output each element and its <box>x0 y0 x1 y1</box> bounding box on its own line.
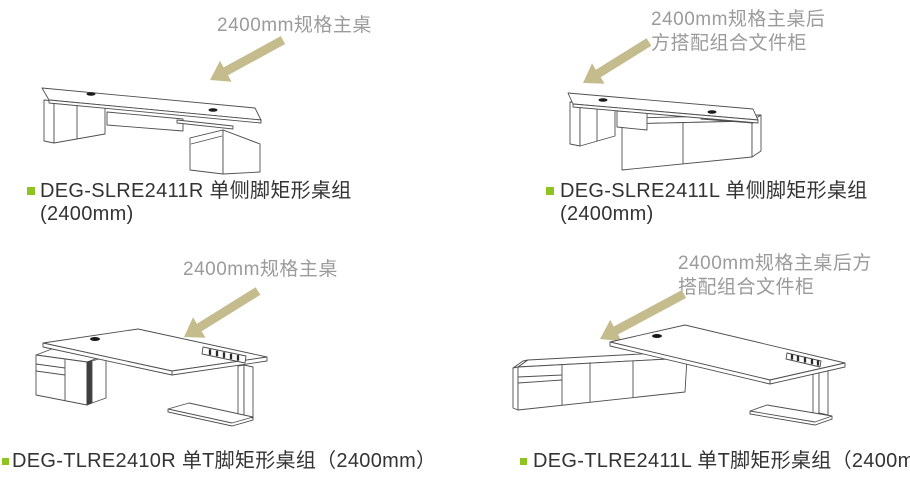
annotation-line-1: 2400mm规格主桌 <box>183 259 338 280</box>
desk-modesty-panel <box>616 110 648 131</box>
product-code-name: DEG-SLRE2411L 单侧脚矩形桌组 <box>560 180 868 202</box>
desk-illustration-slre2411r <box>41 87 262 175</box>
cable-tray-vent <box>201 346 247 364</box>
cable-grommet-icon <box>652 334 662 338</box>
product-size: (2400mm) <box>40 203 134 225</box>
cable-grommet-icon <box>86 92 96 96</box>
desk-top <box>41 87 262 124</box>
pedestal-cabinet <box>35 348 107 406</box>
desk-t-leg <box>167 364 254 427</box>
desk-support-rail <box>176 119 234 130</box>
desk-illustration-tlre2410r <box>35 328 268 427</box>
desk-illustration-slre2411l <box>567 92 762 171</box>
annotation-text: 2400mm规格主桌后 方搭配组合文件柜 <box>651 8 825 56</box>
desk-t-leg <box>749 364 833 426</box>
desk-illustration-tlre2411l <box>512 324 846 426</box>
desk-modesty-panel <box>106 111 184 132</box>
desk-left-panel-leg <box>43 99 106 144</box>
product-code-name: DEG-SLRE2411R 单侧脚矩形桌组 <box>40 180 352 202</box>
annotation-line-1: 2400mm规格主桌 <box>217 15 372 36</box>
bullet-square-icon <box>546 187 554 195</box>
annotation-text: 2400mm规格主桌 <box>183 258 338 282</box>
bullet-square-icon <box>2 458 9 465</box>
bullet-square-icon <box>520 458 527 465</box>
annotation-line-1: 2400mm规格主桌后方 <box>678 253 872 274</box>
bullet-square-icon <box>27 187 35 195</box>
annotation-text: 2400mm规格主桌 <box>217 14 372 38</box>
annotation-text: 2400mm规格主桌后方 搭配组合文件柜 <box>678 252 872 300</box>
cable-tray-vent <box>785 352 822 368</box>
annotation-line-1: 2400mm规格主桌后 <box>651 9 826 30</box>
cable-grommet-icon <box>598 98 608 102</box>
product-size: (2400mm) <box>560 203 654 225</box>
product-code-name: DEG-TLRE2410R 单T脚矩形桌组（2400mm） <box>12 450 437 472</box>
desk-left-panel-leg <box>569 101 616 147</box>
cable-grommet-icon <box>208 108 218 112</box>
desk-side-cabinet <box>189 129 261 175</box>
cable-grommet-icon <box>90 337 100 341</box>
desk-top <box>609 324 846 385</box>
annotation-line-2: 方搭配组合文件柜 <box>651 33 808 54</box>
annotation-line-2: 搭配组合文件柜 <box>678 277 815 298</box>
product-code-name: DEG-TLRE2411L 单T脚矩形桌组（2400mm） <box>533 450 910 472</box>
cable-grommet-icon <box>707 110 717 114</box>
